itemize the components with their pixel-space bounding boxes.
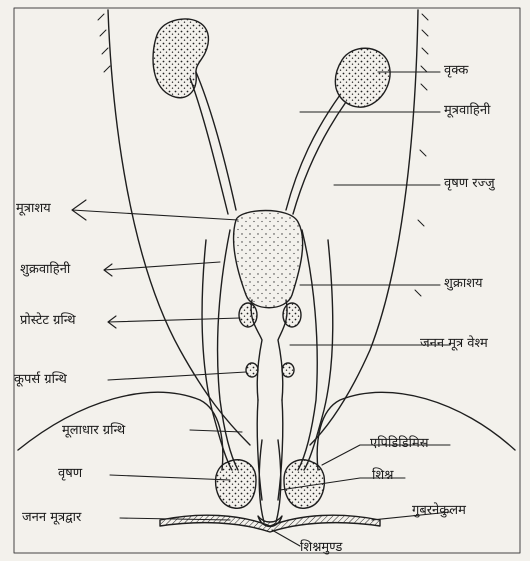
thigh-right [317, 392, 515, 470]
label-seminal-vesicle: शुक्राशय [444, 276, 483, 292]
label-vas-deferens: शुक्रवाहिनी [20, 262, 70, 278]
label-testis: वृषण [58, 466, 82, 482]
label-spermatic-cord: वृषण रज्जु [444, 176, 495, 192]
cowpers-gland-left [246, 363, 258, 377]
left-ureter [190, 72, 236, 214]
label-cowpers-gland: कूपर्स ग्रन्थि [14, 372, 67, 388]
label-epididymis: एपिडिडिमिस [370, 436, 429, 452]
penis [259, 440, 281, 522]
label-prostate-gland: प्रोस्टेट ग्रन्थि [20, 313, 76, 329]
label-urinary-bladder: मूत्राशय [16, 201, 51, 217]
leader-prostate [108, 318, 240, 322]
leader-glans [272, 530, 300, 546]
cowpers-gland-right [282, 363, 294, 377]
right-kidney [335, 48, 390, 107]
leader-cowpers-gland [108, 372, 246, 380]
leader-bladder [72, 210, 238, 220]
testis-left [216, 460, 256, 509]
label-ureter: मूत्रवाहिनी [444, 103, 490, 119]
label-glans-penis: शिश्नमुण्ड [300, 540, 342, 556]
label-kidney: वृक्क [444, 63, 468, 79]
label-urogenital-canal: जनन मूत्र वेश्म [420, 336, 488, 352]
right-ureter [286, 95, 346, 214]
leader-testis [110, 475, 230, 480]
prostate-gland-left [239, 303, 257, 327]
leader-perineal-gland [190, 430, 242, 432]
prostate-gland-right [283, 303, 301, 327]
left-kidney [153, 19, 208, 98]
leader-vas-deferens [104, 262, 220, 270]
label-urogenital-aperture: जनन मूत्रद्वार [22, 510, 81, 526]
label-penis: शिश्न [372, 468, 393, 484]
label-gubernaculum: गुबरनेकुलम [412, 503, 466, 519]
label-perineal-gland: मूलाधार ग्रन्थि [62, 423, 125, 439]
vas-deferens-right [298, 230, 317, 470]
urinary-bladder [234, 211, 303, 308]
